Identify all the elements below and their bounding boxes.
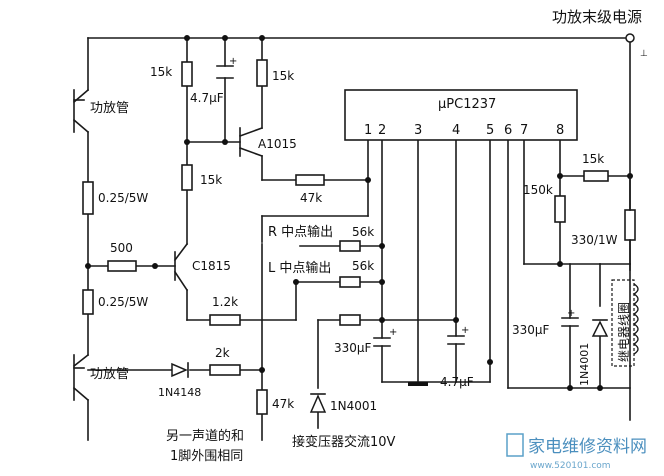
label-r-midpoint: R 中点输出 <box>268 224 333 240</box>
resistor-2k <box>209 364 241 376</box>
resistor-1-2k <box>209 314 241 326</box>
resistor-15k-mid <box>256 59 268 87</box>
resistor-47k-bottom <box>256 389 268 415</box>
label-l-midpoint: L 中点输出 <box>268 260 331 276</box>
label-330uf-right: 330μF <box>512 323 550 337</box>
ic-label: μPC1237 <box>438 97 496 112</box>
ic-pin-8: 8 <box>556 123 564 138</box>
plus-cap-4-7: + <box>461 325 469 336</box>
label-500: 500 <box>110 241 133 255</box>
ic-pin-4: 4 <box>452 123 460 138</box>
junction-dots <box>85 35 633 391</box>
ic-pin-1: 1 <box>364 123 372 138</box>
label-1n4148: 1N4148 <box>158 386 201 399</box>
label-150k: 150k <box>523 183 553 197</box>
label-1n4001-right: 1N4001 <box>578 343 591 386</box>
ic-pin-3: 3 <box>414 123 422 138</box>
watermark-url: www.520101.com <box>530 461 611 471</box>
note-other-channel-line1: 另一声道的和 <box>166 428 244 444</box>
plus-cap-mid: + <box>389 327 397 338</box>
watermark-cn: 家电维修资料网 <box>528 437 647 457</box>
supply-terminal <box>625 33 635 43</box>
label-0-25-top: 0.25/5W <box>98 191 148 205</box>
diode-1n4148 <box>171 362 189 378</box>
plus-cap-top: + <box>229 56 237 67</box>
label-47k-mid: 47k <box>300 191 322 205</box>
label-15k-lower: 15k <box>200 173 222 187</box>
resistor-feed <box>339 314 361 326</box>
resistor-500 <box>107 260 137 272</box>
capacitors <box>216 65 579 347</box>
resistor-56k-r <box>339 240 361 252</box>
ic-upc1237 <box>344 89 578 141</box>
label-56k-r: 56k <box>352 225 374 239</box>
plus-cap-right: + <box>567 308 575 319</box>
transistor-c1815 <box>173 242 189 292</box>
relay-coil-box <box>611 279 635 367</box>
label-0-25-bottom: 0.25/5W <box>98 295 148 309</box>
label-power-tube-bottom: 功放管 <box>90 367 129 382</box>
relay-coil-winding <box>632 283 639 355</box>
wires <box>73 37 631 441</box>
label-330-1w: 330/1W <box>571 233 618 247</box>
resistor-15k-lower <box>181 164 193 191</box>
label-15k-right: 15k <box>582 152 604 166</box>
label-15k-mid: 15k <box>272 69 294 83</box>
resistor-0-25-bottom <box>82 289 94 315</box>
diode-1n4001-right <box>591 319 609 337</box>
resistor-0-25-top <box>82 181 94 215</box>
label-power-tube-top: 功放管 <box>90 101 129 116</box>
note-other-channel-line2: 1脚外围相同 <box>170 448 243 464</box>
power-transistor-top <box>72 88 90 134</box>
transistor-a1015 <box>238 126 264 158</box>
resistor-150k <box>554 195 566 223</box>
note-transformer: 接变压器交流10V <box>292 434 396 450</box>
power-supply-label: 功放末级电源 <box>552 8 642 26</box>
ic-pin-7: 7 <box>520 123 528 138</box>
diode-1n4001-bottom <box>309 393 327 413</box>
label-1-2k: 1.2k <box>212 295 238 309</box>
label-c1815: C1815 <box>192 259 231 273</box>
label-a1015: A1015 <box>258 137 297 151</box>
watermark: 家电维修资料网 www.520101.com <box>506 433 647 471</box>
label-47k-bottom: 47k <box>272 397 294 411</box>
resistor-15k-left <box>181 61 193 87</box>
power-transistor-bottom <box>72 353 90 402</box>
resistors <box>82 59 636 415</box>
label-330uf-mid: 330μF <box>334 341 372 355</box>
ic-pin-5: 5 <box>486 123 494 138</box>
label-15k-left: 15k <box>150 65 172 79</box>
resistor-56k-l <box>339 276 361 288</box>
label-4-7uf-top: 4.7μF <box>190 91 224 105</box>
ic-pin-2: 2 <box>378 123 386 138</box>
label-56k-l: 56k <box>352 259 374 273</box>
ground-mark: ⊥ <box>640 49 648 59</box>
resistor-15k-right <box>583 170 609 182</box>
ic-pin-6: 6 <box>504 123 512 138</box>
label-1n4001-bottom: 1N4001 <box>330 399 377 413</box>
watermark-logo-icon <box>506 433 524 457</box>
resistor-47k-mid <box>295 174 325 186</box>
label-relay-coil: 继电器线圈 <box>617 302 631 362</box>
label-4-7uf-bottom: 4.7μF <box>440 375 474 389</box>
label-2k: 2k <box>215 346 230 360</box>
resistor-330-1w <box>624 209 636 241</box>
